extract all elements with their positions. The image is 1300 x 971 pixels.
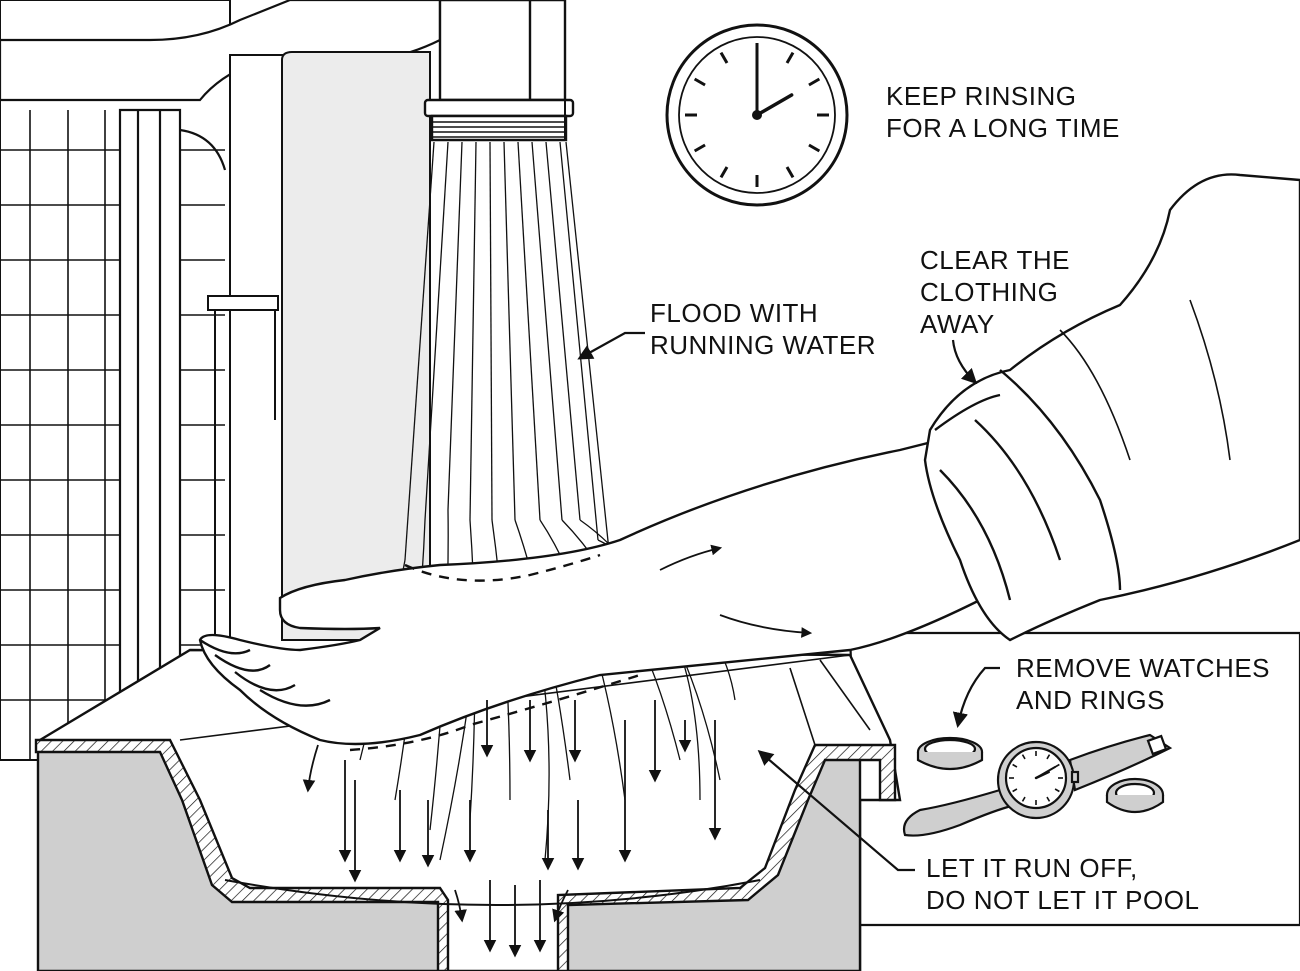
ring-left-icon — [916, 736, 984, 770]
clock-tick — [719, 166, 729, 179]
label-flood-water: FLOOD WITH RUNNING WATER — [650, 298, 877, 360]
clock-tick — [1021, 796, 1026, 802]
flow-arrows-arm — [659, 544, 813, 638]
clock-tick — [693, 77, 706, 87]
clock-tick — [1054, 788, 1060, 793]
label-remove-watches: REMOVE WATCHES AND RINGS — [1016, 653, 1271, 715]
wristwatch-icon — [902, 733, 1173, 837]
clock-tick — [785, 51, 795, 64]
clock-tick — [1012, 763, 1018, 768]
clock-tick — [785, 166, 795, 179]
wall-clock — [665, 23, 849, 207]
clock-tick — [693, 143, 706, 153]
clock-tick — [1046, 796, 1051, 802]
clock-tick — [1012, 788, 1018, 793]
clock-tick — [1046, 754, 1051, 760]
label-keep-rinsing: KEEP RINSING FOR A LONG TIME — [886, 81, 1120, 143]
jewelry — [902, 733, 1173, 837]
faucet — [423, 0, 575, 142]
drain-arrows — [302, 700, 722, 958]
cabinet — [207, 51, 431, 741]
watch-minute-hand — [1035, 766, 1057, 779]
callout-leaders — [577, 331, 1000, 872]
clock-tick — [808, 77, 821, 87]
clock-tick — [719, 51, 729, 64]
ring-right-icon — [1105, 777, 1165, 813]
contamination-boundary — [349, 553, 641, 752]
clock-tick — [808, 143, 821, 153]
clock-hour-hand — [755, 93, 794, 117]
arm — [198, 438, 982, 746]
tiled-wall — [0, 0, 231, 761]
label-clear-clothing: CLEAR THE CLOTHING AWAY — [920, 245, 1070, 339]
label-run-off: LET IT RUN OFF, DO NOT LET IT POOL — [926, 853, 1200, 915]
clock-tick — [1021, 754, 1026, 760]
